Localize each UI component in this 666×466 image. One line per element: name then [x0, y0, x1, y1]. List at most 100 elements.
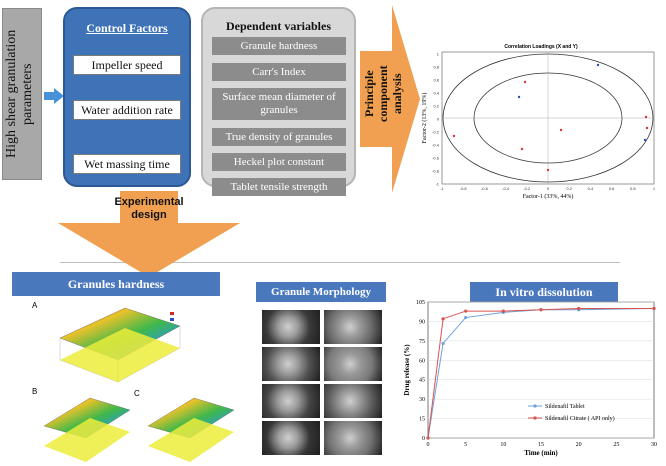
pca-xtick-label: -0.6 [481, 186, 489, 191]
series-point [441, 341, 445, 346]
experimental-design-label: Experimental design [114, 196, 184, 221]
loading-point [644, 115, 648, 119]
y-tick-label: 30 [419, 397, 425, 403]
loading-point [517, 95, 521, 99]
x-tick-label: 15 [538, 442, 544, 448]
y-tick-label: 15 [419, 417, 425, 423]
pca-xtick-label: 0.4 [588, 186, 594, 191]
series-point [464, 309, 468, 313]
panel-label-b: B [32, 387, 37, 396]
pca-xtick-label: 0 [547, 186, 550, 191]
sem-image [324, 310, 382, 344]
x-axis-label: Time (min) [524, 449, 558, 457]
sem-image [324, 384, 382, 418]
pca-label: Principle component analysis [362, 65, 404, 123]
sem-image [324, 421, 382, 455]
pca-ylabel: Factor-2 (13%, 19%) [421, 93, 428, 144]
right-arrow-icon [44, 88, 64, 104]
control-factor-water-addition-rate: Water addition rate [73, 100, 181, 120]
pca-xtick-label: -0.4 [502, 186, 510, 191]
pca-ytick-label: 0.2 [433, 104, 439, 109]
loading-point [452, 134, 456, 138]
x-tick-label: 0 [427, 442, 430, 448]
loading-point [520, 147, 524, 151]
series-point [426, 436, 430, 440]
granule-morphology-title: Granule Morphology [256, 282, 386, 302]
series-point [464, 315, 468, 320]
sem-image [262, 384, 320, 418]
series-point [652, 306, 656, 311]
legend-marker [533, 416, 537, 420]
y-tick-label: 75 [419, 339, 425, 345]
sem-image-grid [262, 310, 384, 460]
granulation-parameters-label: High shear granulation parameters [4, 29, 35, 159]
hardness-surface-plots: A B C [32, 301, 235, 462]
granules-hardness-title: Granules hardness [12, 272, 220, 296]
pca-xtick-label: -1 [440, 186, 444, 191]
pca-xtick-label: 0.6 [609, 186, 615, 191]
x-tick-label: 30 [651, 442, 657, 448]
dependent-var-heckel-plot-constant: Heckel plot constant [212, 153, 346, 171]
pca-ytick-label: 0 [437, 117, 440, 122]
sem-image [262, 347, 320, 381]
loading-point [645, 126, 649, 130]
dissolution-title: In vitro dissolution [470, 282, 618, 302]
dependent-var-true-density: True density of granules [212, 128, 346, 146]
y-tick-label: 0 [422, 436, 425, 442]
x-tick-label: 10 [500, 442, 506, 448]
experimental-design-arrow-icon [58, 191, 240, 277]
panel-label-a: A [32, 301, 38, 310]
pca-ytick-label: 0.4 [433, 91, 439, 96]
pca-xtick-label: -0.8 [460, 186, 468, 191]
sem-image [324, 347, 382, 381]
pca-ytick-label: -0.6 [432, 156, 440, 161]
pca-xtick-label: -0.2 [523, 186, 531, 191]
dependent-var-granule-hardness: Granule hardness [212, 37, 346, 55]
series-point [539, 308, 543, 312]
series-point [501, 309, 505, 313]
pca-xtick-label: 0.8 [630, 186, 636, 191]
legend-label: Sildenafil Tablet [545, 403, 585, 410]
loading-point [596, 63, 600, 67]
pca-correlation-plot: Correlation Loadings (X and Y) -1 -0.8 -0.… [421, 44, 656, 200]
pca-ytick-label: -0.2 [432, 130, 440, 135]
sem-image [262, 421, 320, 455]
loading-point [643, 138, 647, 142]
legend-marker [533, 404, 537, 408]
x-tick-label: 25 [613, 442, 619, 448]
loading-point [523, 80, 527, 84]
pca-xtick-label: 1 [653, 186, 656, 191]
pca-ytick-label: -0.8 [432, 169, 440, 174]
pca-ytick-label: 1 [437, 52, 440, 57]
dependent-variables-title: Dependent variables [226, 19, 331, 33]
loading-point [546, 168, 550, 172]
pca-xtick-label: 0.2 [566, 186, 572, 191]
pca-ytick-label: -1 [435, 182, 439, 187]
series-point [441, 317, 445, 321]
y-tick-label: 45 [419, 378, 425, 384]
pca-ytick-label: 0.8 [433, 65, 439, 70]
series-point [577, 306, 581, 311]
panel-label-c: C [134, 389, 140, 398]
x-tick-label: 20 [576, 442, 582, 448]
x-tick-label: 5 [464, 442, 467, 448]
control-factors-title: Control Factors [86, 21, 168, 35]
pca-arrow-icon [360, 5, 420, 193]
sem-image [262, 310, 320, 344]
pca-plot-title: Correlation Loadings (X and Y) [504, 44, 578, 50]
y-tick-label: 90 [419, 319, 425, 325]
granulation-parameters-box: High shear granulation parameters [2, 8, 42, 180]
pca-ytick-label: 0.6 [433, 78, 439, 83]
legend-label: Sildenafil Citrate ( API only) [545, 415, 615, 422]
pca-xlabel: Factor-1 (33%, 44%) [523, 193, 574, 200]
control-factor-wet-massing-time: Wet massing time [73, 154, 181, 174]
section-divider [60, 262, 620, 263]
dependent-var-tablet-tensile-strength: Tablet tensile strength [212, 178, 346, 196]
loading-point [559, 128, 563, 132]
pca-ytick-label: -0.4 [432, 143, 440, 148]
y-tick-label: 105 [416, 300, 425, 306]
y-axis-label: Drug release (%) [403, 344, 411, 396]
control-factor-impeller-speed: Impeller speed [73, 55, 181, 75]
dependent-var-surface-mean-diameter: Surface mean diameter of granules [212, 88, 346, 120]
